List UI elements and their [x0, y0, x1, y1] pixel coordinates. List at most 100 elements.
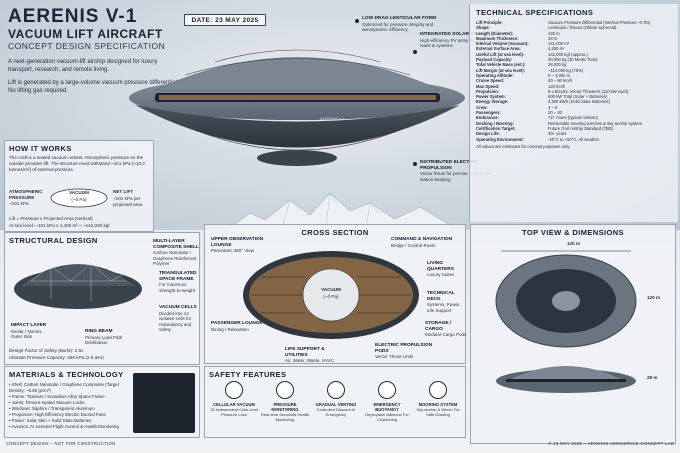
date-badge: DATE: 23 MAY 2025	[184, 14, 266, 26]
spec-label: Max Speed:	[476, 83, 500, 89]
spec-row: Certification Target:Future Civil Airshi…	[476, 126, 672, 131]
feature-text: 32 Independent Cells Limit Pressure Loss	[210, 407, 258, 417]
feature-text: Real-time Structural Health Monitoring	[260, 412, 310, 422]
how-heading: HOW IT WORKS	[9, 144, 72, 153]
spec-row: Payload Capacity:30,000 kg (30 Metric To…	[476, 57, 672, 62]
spec-row: Shape:Lenticular / Discus (Oblate Sphero…	[476, 25, 672, 30]
intro-text: A next-generation vacuum-lift airship de…	[8, 58, 183, 100]
spec-label: Total Vehicle Mass (est.):	[476, 62, 526, 68]
vacuum-diagram	[50, 188, 108, 208]
spec-value: 142,000 kgf (approx.)	[548, 51, 588, 57]
spec-label: Certification Target:	[476, 125, 516, 131]
callout-dot	[413, 162, 417, 166]
spec-value: 28,000 kg	[548, 62, 567, 68]
topview-heading: TOP VIEW & DIMENSIONS	[522, 228, 624, 237]
top-view-illustration	[495, 250, 637, 348]
spec-value: 4 – 6	[548, 104, 558, 110]
safety-heading: SAFETY FEATURES	[209, 370, 287, 379]
spec-value: 20 – 30	[548, 110, 562, 116]
spec-label: Cruise Speed:	[476, 78, 505, 84]
specs-note: All values are estimates for concept pur…	[476, 143, 571, 149]
spec-value: 4,250 m²	[548, 46, 565, 52]
intro-paragraph: Lift is generated by a large-volume vacu…	[8, 80, 179, 94]
spec-label: Lift Margin (at sea level):	[476, 67, 526, 73]
feature-text: Controlled Descent In Emergency	[316, 407, 356, 417]
feature-title: PRESSURE MONITORING	[271, 402, 299, 412]
spec-label: Passengers:	[476, 110, 501, 116]
aircraft-illustration: AERENIS V-1	[129, 49, 465, 166]
vent-icon	[327, 381, 345, 399]
list-item: • Frame: Titanium / Scandium Alloy Space…	[9, 394, 105, 399]
callout-title: PASSENGER LOUNGE	[211, 321, 263, 326]
page-title: AERENIS V-1	[8, 6, 138, 27]
frame-illustration	[14, 262, 142, 309]
materials-heading: MATERIALS & TECHNOLOGY	[9, 370, 124, 379]
callout-text: For maximum strength-to-weight	[159, 282, 196, 293]
spec-label: Power System:	[476, 94, 507, 100]
spec-label: Operating Environment:	[476, 136, 524, 142]
spec-label: Lift Principle:	[476, 20, 503, 25]
spec-value: 0 – 4,000 m	[548, 72, 571, 78]
callout-title: INTEGRATED SOLAR SKIN	[420, 32, 482, 37]
callout-title: LIVING QUARTERS	[427, 261, 454, 272]
anchor-icon	[429, 381, 447, 399]
materials-panel: MATERIALS & TECHNOLOGY • Shell: Carbon N…	[4, 366, 200, 438]
callout-title: TRIANGULATED SPACE FRAME	[159, 271, 197, 282]
atm-value: ~101 kPa	[9, 201, 29, 206]
spec-row: Cruise Speed:40 – 80 km/h	[476, 78, 672, 83]
spec-row: Passengers: 20 – 30	[476, 110, 672, 115]
spec-label: Propulsion:	[476, 88, 500, 94]
spec-row: Power System: 600 kW Total (Solar + Batte…	[476, 94, 672, 99]
list-item: • Avionics: AI Assisted Flight Control &…	[9, 424, 119, 429]
callout-text: Dining / Relaxation	[211, 326, 249, 332]
vacuum-label: VACUUM	[69, 190, 89, 195]
materials-list: • Shell: Carbon Nanotube / Graphene Comp…	[9, 382, 129, 430]
spec-row: Endurance:72+ hours (typical mission)	[476, 115, 672, 120]
callout-dot	[413, 50, 417, 54]
callout-text: Kevlar / Nomex Outer Skin	[11, 328, 42, 340]
spec-row: Docking / Mooring:Retractable mooring wi…	[476, 121, 672, 126]
callout-propulsion: DISTRIBUTED ELECTRIC PROPULSION Vector t…	[420, 160, 505, 182]
how-it-works-panel: HOW IT WORKS The craft is a sealed vacuu…	[4, 140, 154, 232]
spec-row: Lift Principle:Vacuum Pressure Different…	[476, 20, 672, 25]
side-view-illustration	[496, 366, 636, 393]
spec-label: External Surface Area:	[476, 46, 521, 52]
callout-text: Divided into 12 isolated cells for redun…	[159, 310, 192, 333]
spec-label: Internal Volume (Vacuum):	[476, 41, 529, 47]
net-lift-label: NET LIFT	[113, 189, 134, 194]
callout-dot	[355, 19, 359, 23]
spec-value: Lenticular / Discus (Oblate Spheroid)	[548, 25, 617, 31]
spec-value: 72+ hours (typical mission)	[548, 115, 598, 121]
feature-title: EMERGENCY BUOYANCY	[373, 402, 401, 412]
list-item: • Joints: Flexure-sealed Vacuum Locks	[9, 400, 85, 405]
spec-row: Internal Volume (Vacuum): 141,000 m³	[476, 41, 672, 46]
spec-value: 600 kW Total (Solar + Batteries)	[548, 94, 608, 100]
spec-value: 141,000 m³	[548, 41, 570, 47]
spec-row: Energy Storage:2,500 kWh (Solid State Ba…	[476, 99, 672, 104]
callout-title: VACUUM CELLS	[159, 305, 197, 310]
net-lift-value: ~101 kPa per projected area	[113, 196, 143, 207]
callout-text: Panoramic 360° View	[211, 248, 254, 253]
callout-title: STORAGE / CARGO	[425, 321, 452, 332]
callout-title: TECHNICAL DECK	[427, 291, 455, 302]
parachute-icon	[378, 381, 396, 399]
spec-label: Payload Capacity:	[476, 57, 513, 63]
hull-name-label: AERENIS V-1	[320, 116, 345, 121]
spec-value: Retractable mooring winches & sky-anchor…	[548, 120, 643, 126]
specs-heading: TECHNICAL SPECIFICATIONS	[476, 8, 594, 17]
callout-title: COMMAND & NAVIGATION	[391, 237, 453, 242]
height-dimension: 28 m	[647, 375, 658, 380]
